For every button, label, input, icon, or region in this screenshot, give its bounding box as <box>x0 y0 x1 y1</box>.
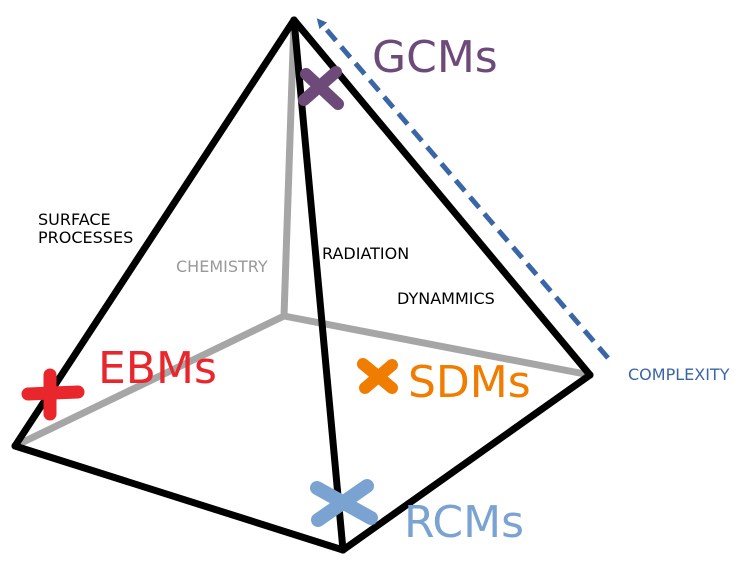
chemistry-label: CHEMISTRY <box>176 257 268 276</box>
edge-base-front-right <box>339 371 594 554</box>
radiation-label: RADIATION <box>322 244 409 263</box>
edge-base-front-left <box>11 442 347 554</box>
ebm-marker <box>21 368 85 421</box>
edge-chemistry <box>280 16 298 320</box>
complexity-label: COMPLEXITY <box>628 365 730 384</box>
rcm-label: RCMs <box>404 497 524 548</box>
sdm-marker <box>357 358 398 394</box>
back-edges <box>11 16 594 450</box>
complexity-arrow <box>316 18 610 360</box>
front-edges <box>11 16 594 554</box>
rcm-marker <box>310 479 378 527</box>
surface-processes-label-line1: SURFACE <box>38 210 111 229</box>
edge-back-left <box>11 312 288 450</box>
gcm-marker <box>298 66 344 110</box>
edge-surface-processes <box>11 16 298 450</box>
edge-radiation <box>290 16 347 554</box>
gcm-label: GCMs <box>372 32 498 83</box>
sdm-label: SDMs <box>408 357 531 408</box>
edge-back-right <box>280 312 594 379</box>
edge-dynamics <box>290 16 594 379</box>
ebm-label: EBMs <box>98 343 217 394</box>
dynamics-label: DYNAMMICS <box>397 289 495 308</box>
surface-processes-label-line2: PROCESSES <box>38 228 133 247</box>
